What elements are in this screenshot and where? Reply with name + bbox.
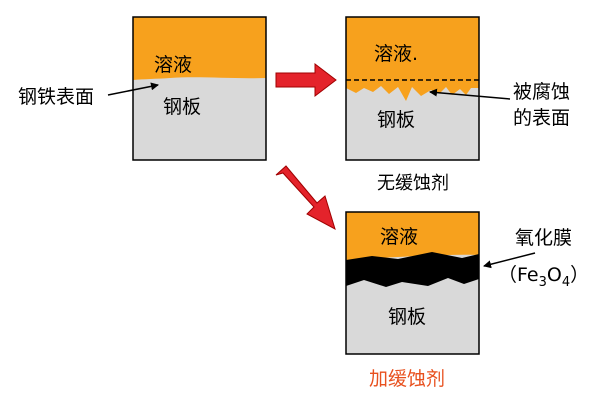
panel-frame-no-inhibitor: [345, 16, 480, 161]
panel-frame-reference: [132, 16, 267, 161]
steel-surface-pointer: [107, 82, 159, 96]
solution-label-no-inhibitor: 溶液.: [374, 43, 418, 65]
oxide-film-formula: （Fe3O4）: [498, 264, 589, 290]
oxide-film: [346, 252, 479, 287]
arrow-to-no-inhibitor-icon: [275, 62, 337, 98]
oxide-film-label: 氧化膜: [515, 227, 572, 249]
panel-frame-with-inhibitor: [345, 211, 480, 355]
plate-label-reference: 钢板: [163, 96, 201, 118]
arrow-to-with-inhibitor-icon: [275, 165, 336, 231]
panel-no-inhibitor: 溶液. 钢板 被腐蚀 的表面 无缓蚀剂: [345, 16, 570, 194]
corroded-surface-pointer: [429, 88, 511, 100]
solution-layer-reference: [133, 17, 266, 80]
plate-label-no-inhibitor: 钢板: [377, 109, 415, 131]
panel-reference: 溶液 钢板 钢铁表面: [18, 16, 267, 161]
corroded-surface-label-line2: 的表面: [513, 107, 570, 129]
steel-surface-label: 钢铁表面: [18, 86, 94, 108]
solution-label-reference: 溶液: [154, 54, 192, 76]
panel-with-inhibitor: 溶液 钢板 氧化膜 （Fe3O4） 加缓蚀剂: [345, 211, 589, 390]
oxide-film-pointer: [483, 252, 536, 269]
plate-label-with-inhibitor: 钢板: [388, 306, 426, 328]
solution-label-with-inhibitor: 溶液: [380, 226, 418, 248]
watermark: 知乎 @约克冷冻: [455, 375, 565, 393]
caption-no-inhibitor: 无缓蚀剂: [377, 173, 449, 194]
caption-with-inhibitor: 加缓蚀剂: [369, 368, 445, 390]
solution-layer-protected: [346, 212, 479, 260]
corroded-surface-label-line1: 被腐蚀: [513, 81, 570, 103]
